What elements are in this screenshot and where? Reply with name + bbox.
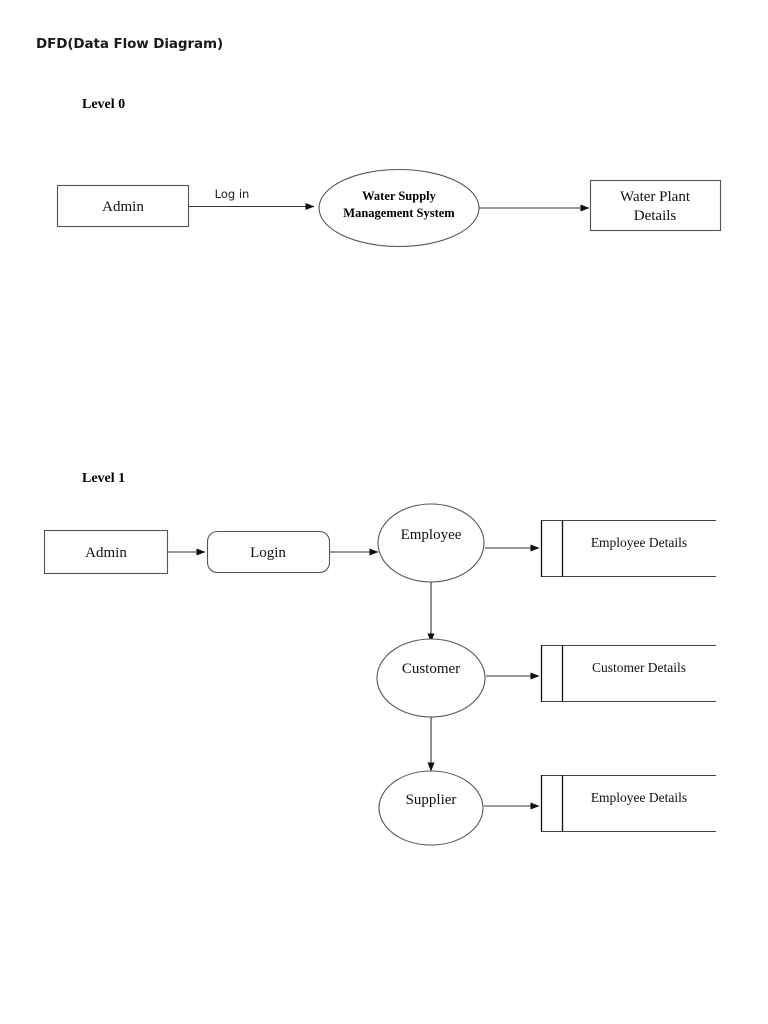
level-0-admin-label: Admin [102, 199, 144, 215]
level-0-process-label-line1: Water Supply [362, 189, 436, 203]
level-1-label: Level 1 [82, 471, 125, 486]
level-1-customer-ellipse[interactable] [376, 638, 486, 718]
level-1-customer-label: Customer [402, 661, 460, 677]
level-1-supplier-label: Supplier [406, 792, 457, 808]
page-title: DFD(Data Flow Diagram) [36, 36, 223, 52]
level-1-admin-box[interactable] [43, 529, 169, 575]
level-0-process[interactable]: Water Supply Management System [318, 168, 480, 248]
level-1-employee-label: Employee [401, 527, 462, 543]
level-0-water-plant-details-label-line2: Details [634, 208, 677, 224]
level-1-employee-details-label: Employee Details [591, 535, 687, 550]
level-0-group: Level 0 Admin Log in Water Supply Manage… [56, 97, 722, 248]
level-1-supplier-details-store[interactable]: Employee Details [540, 774, 716, 833]
level-0-admin-box[interactable] [56, 184, 190, 228]
level-0-login-flow-label: Log in [215, 187, 250, 201]
level-0-admin-entity[interactable]: Admin [56, 184, 190, 228]
level-0-water-plant-details-label-line1: Water Plant [620, 189, 691, 205]
level-0-water-plant-details-box[interactable] [589, 179, 722, 232]
level-0-login-flow: Log in [189, 187, 315, 210]
level-1-employee-process[interactable]: Employee [377, 503, 485, 583]
level-1-login-label: Login [250, 545, 286, 561]
level-1-supplier-details-label: Employee Details [591, 790, 687, 805]
level-1-employee-ellipse[interactable] [377, 503, 485, 583]
level-1-admin-label: Admin [85, 545, 127, 561]
level-1-supplier-ellipse[interactable] [378, 770, 484, 846]
level-1-admin-entity[interactable]: Admin [43, 529, 169, 575]
level-0-water-plant-details-entity[interactable]: Water Plant Details [589, 179, 722, 232]
level-1-customer-process[interactable]: Customer [376, 638, 486, 718]
level-1-employee-details-store[interactable]: Employee Details [540, 519, 716, 578]
level-1-customer-details-label: Customer Details [592, 660, 686, 675]
level-0-process-label-line2: Management System [343, 206, 455, 220]
level-1-login-box[interactable] [206, 530, 331, 574]
level-1-group: Level 1 Admin Login Employee Employ [43, 471, 716, 846]
level-1-supplier-process[interactable]: Supplier [378, 770, 484, 846]
level-1-customer-details-store[interactable]: Customer Details [540, 644, 716, 703]
level-0-label: Level 0 [82, 97, 125, 112]
level-1-login-process[interactable]: Login [206, 530, 331, 574]
